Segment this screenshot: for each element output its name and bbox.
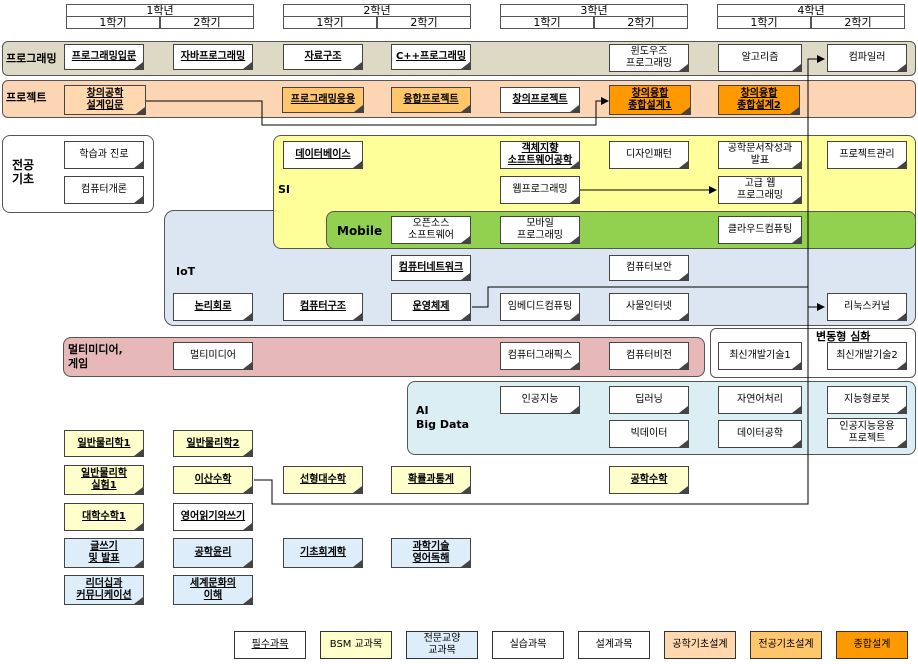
- course-network: 컴퓨터네트워크: [391, 255, 471, 281]
- legend-practice: 실습과목: [492, 631, 564, 659]
- year-4-sem2: 2학기: [811, 16, 905, 29]
- course-capstone2: 창의융합 종합설계2: [718, 85, 800, 115]
- course-linear-algebra: 선형대수학: [283, 466, 363, 494]
- legend-required: 필수과목: [234, 631, 306, 659]
- course-database: 데이터베이스: [283, 141, 363, 169]
- course-os: 운영체제: [391, 293, 471, 321]
- course-design-pattern: 디자인패턴: [609, 141, 689, 169]
- arrow-creative-intro-to-capstone1: [146, 97, 609, 126]
- advanced-band-label: 변동형 심화: [816, 330, 871, 343]
- course-world-culture: 세계문화의 이해: [173, 575, 253, 605]
- course-tech-writing: 공학문서작성과 발표: [718, 141, 802, 169]
- course-prog-intro: 프로그래밍입문: [64, 44, 144, 70]
- year-3-sem2: 2학기: [594, 16, 688, 29]
- course-physics2: 일반물리학2: [173, 430, 253, 457]
- course-oss: 오픈소스 소프트웨어: [391, 216, 471, 244]
- course-web: 웹프로그래밍: [500, 176, 580, 204]
- legend-eng-basic-design: 공학기초설계: [664, 631, 736, 659]
- course-security: 컴퓨터보안: [609, 255, 689, 281]
- course-nlp: 자연어처리: [718, 386, 802, 414]
- iot-band-label: IoT: [176, 265, 196, 278]
- multimedia-band: [63, 337, 705, 377]
- course-embedded: 임베디드컴퓨팅: [500, 293, 580, 321]
- year-1-sem1: 1학기: [66, 16, 160, 29]
- course-oop: 객체지향 소프트웨어공학: [500, 141, 580, 169]
- legend-capstone: 종합설계: [836, 631, 908, 659]
- course-vision: 컴퓨터비전: [609, 342, 689, 370]
- legend-bsm: BSM 교과목: [320, 631, 392, 659]
- course-convergence-project: 융합프로젝트: [391, 87, 471, 113]
- course-eng-math: 공학수학: [609, 466, 689, 494]
- mobile-band-label: Mobile: [337, 224, 383, 238]
- year-3-sem1: 1학기: [500, 16, 594, 29]
- course-learning-path: 학습과 진로: [64, 141, 144, 169]
- course-adv-web: 고급 웹 프로그래밍: [718, 176, 802, 204]
- course-logic: 논리회로: [173, 293, 253, 321]
- course-multimedia: 멀티미디어: [173, 342, 253, 370]
- programming-band-label: 프로그래밍: [6, 52, 57, 65]
- course-discrete: 이산수학: [173, 466, 253, 494]
- course-leadership: 리더십과 커뮤니케이션: [64, 575, 144, 605]
- foundation-band-label: 전공 기초: [12, 158, 35, 186]
- course-probability: 확률과통계: [391, 466, 471, 494]
- course-prog-application: 프로그래밍응용: [282, 87, 364, 113]
- course-ethics: 공학윤리: [173, 538, 253, 568]
- course-cs-intro: 컴퓨터개론: [64, 176, 144, 204]
- project-band-label: 프로젝트: [6, 91, 47, 104]
- course-windows: 윈도우즈 프로그래밍: [609, 44, 689, 72]
- course-graphics: 컴퓨터그래픽스: [500, 342, 580, 370]
- course-latest2: 최신개발기술2: [827, 342, 907, 370]
- course-iot: 사물인터넷: [609, 293, 689, 321]
- legend-design: 설계과목: [578, 631, 650, 659]
- year-4-sem1: 1학기: [717, 16, 811, 29]
- course-creative-intro: 창의공학 설계입문: [64, 85, 146, 115]
- course-english-rw: 영어읽기와쓰기: [173, 503, 253, 531]
- course-data-structures: 자료구조: [283, 44, 363, 70]
- course-linux: 리눅스커널: [827, 293, 907, 321]
- course-deep-learning: 딥러닝: [609, 386, 689, 414]
- course-accounting: 기초회계학: [283, 538, 363, 568]
- course-algorithm: 알고리즘: [718, 44, 802, 72]
- si-band-label: SI: [278, 183, 291, 196]
- course-ai-project: 인공지능응용 프로젝트: [827, 418, 907, 448]
- course-java: 자바프로그래밍: [173, 44, 253, 70]
- course-creative-project: 창의프로젝트: [500, 87, 580, 113]
- course-calculus: 대학수학1: [64, 503, 144, 531]
- course-mobile-prog: 모바일 프로그래밍: [500, 216, 580, 244]
- year-1-sem2: 2학기: [160, 16, 254, 29]
- year-2-sem2: 2학기: [377, 16, 471, 29]
- course-physics1: 일반물리학1: [64, 430, 144, 457]
- year-2-sem1: 1학기: [283, 16, 377, 29]
- legend-liberal: 전문교양 교과목: [406, 631, 478, 659]
- multimedia-band-label: 멀티미디어, 게임: [68, 343, 123, 370]
- arrow-discrete-to-compiler: [254, 55, 825, 505]
- ai-band-label: AI Big Data: [416, 404, 470, 431]
- course-physics-lab: 일반물리학 실험1: [64, 465, 144, 495]
- arrow-os-to-linux: [472, 286, 825, 311]
- course-capstone1: 창의융합 종합설계1: [609, 85, 691, 115]
- course-ai: 인공지능: [500, 386, 580, 414]
- course-robot: 지능형로봇: [827, 386, 907, 414]
- course-cpp: C++프로그래밍: [391, 44, 471, 70]
- course-architecture: 컴퓨터구조: [283, 293, 363, 321]
- course-writing: 글쓰기 및 발표: [64, 538, 144, 568]
- course-sci-english: 과학기술 영어독해: [391, 538, 471, 568]
- course-bigdata: 빅데이터: [609, 420, 689, 448]
- course-project-management: 프로젝트관리: [827, 141, 907, 169]
- course-data-eng: 데이터공학: [718, 420, 802, 448]
- course-latest1: 최신개발기술1: [718, 342, 802, 370]
- course-compiler: 컴파일러: [827, 44, 907, 72]
- legend-major-basic-design: 전공기초설계: [750, 631, 822, 659]
- course-cloud: 클라우드컴퓨팅: [718, 216, 802, 244]
